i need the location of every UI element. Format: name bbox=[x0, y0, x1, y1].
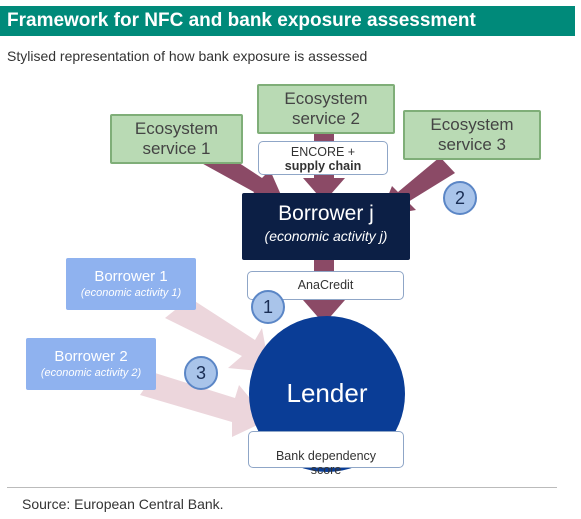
borrower-2-activity: (economic activity 2) bbox=[40, 367, 142, 379]
ecosystem-service-3: Ecosystem service 3 bbox=[403, 110, 541, 160]
ecosystem-service-1: Ecosystem service 1 bbox=[110, 114, 243, 164]
borrower-j-name: Borrower j bbox=[278, 202, 374, 225]
borrower-2-name: Borrower 2 bbox=[54, 348, 128, 365]
borrower-1-box: Borrower 1 (economic activity 1) bbox=[66, 258, 196, 310]
borrower-j-activity: (economic activity j) bbox=[264, 228, 388, 244]
arrow-borrower-2-to-lender bbox=[140, 373, 268, 437]
step-2-badge: 2 bbox=[443, 181, 477, 215]
footer-divider bbox=[7, 487, 557, 488]
source-note: Source: European Central Bank. bbox=[22, 496, 224, 512]
step-1-badge: 1 bbox=[251, 290, 285, 324]
lender-label: Lender bbox=[286, 378, 368, 408]
supply-chain-label: supply chain bbox=[284, 159, 362, 173]
step-1-label: 1 bbox=[262, 297, 273, 317]
step-2-label: 2 bbox=[454, 188, 465, 208]
ecosystem-service-2: Ecosystem service 2 bbox=[257, 84, 395, 134]
step-3-label: 3 bbox=[195, 363, 206, 383]
step-3-badge: 3 bbox=[184, 356, 218, 390]
ecosystem-service-3-label: Ecosystem service 3 bbox=[430, 115, 514, 154]
bank-dependency-label: Bank dependency score bbox=[275, 449, 377, 477]
arrow-borrower-1-to-lender bbox=[165, 298, 270, 372]
borrower-j-box: Borrower j (economic activity j) bbox=[242, 193, 410, 260]
borrower-2-box: Borrower 2 (economic activity 2) bbox=[26, 338, 156, 390]
borrower-1-name: Borrower 1 bbox=[94, 268, 168, 285]
bank-dependency-box: Bank dependency score bbox=[248, 431, 404, 477]
anacredit-label: AnaCredit bbox=[297, 278, 354, 292]
ecosystem-service-2-label: Ecosystem service 2 bbox=[284, 89, 368, 128]
borrower-1-activity: (economic activity 1) bbox=[80, 287, 182, 299]
page-title: Framework for NFC and bank exposure asse… bbox=[0, 6, 575, 36]
encore-label: ENCORE + bbox=[290, 145, 356, 159]
encore-supply-chain-box: ENCORE + supply chain bbox=[258, 141, 388, 175]
ecosystem-service-1-label: Ecosystem service 1 bbox=[134, 119, 219, 158]
page-subtitle: Stylised representation of how bank expo… bbox=[7, 48, 368, 64]
